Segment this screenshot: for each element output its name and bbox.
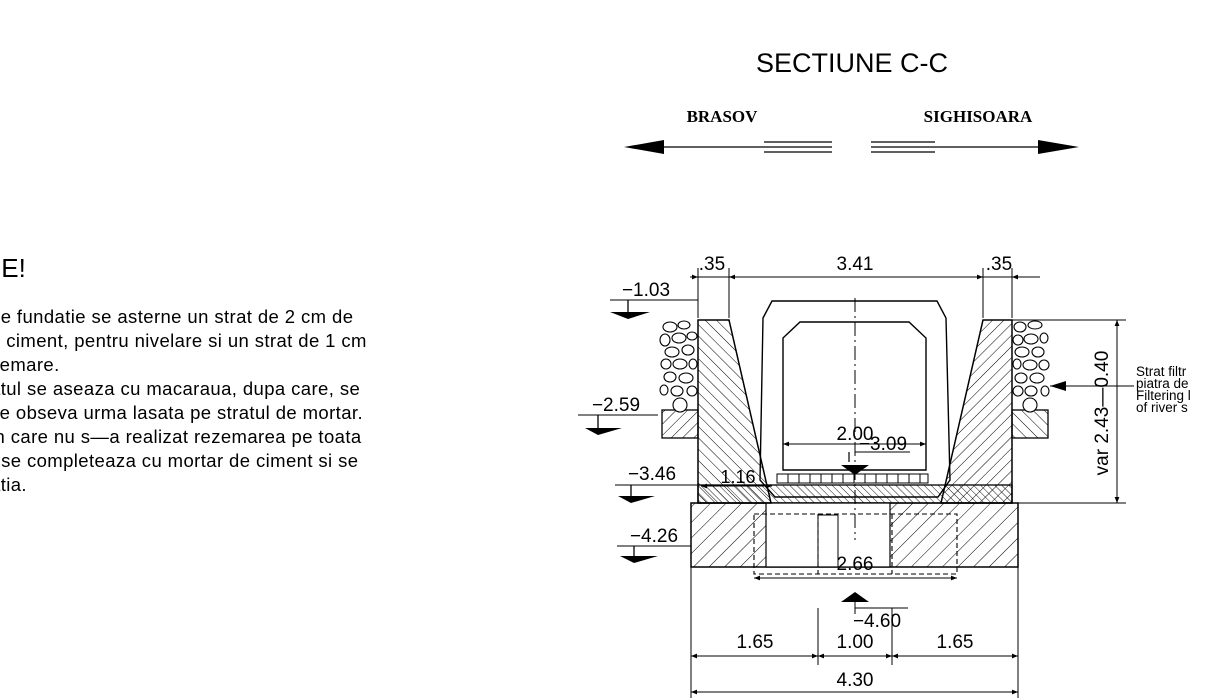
note-line: , se completeaza cu mortar de ciment si …	[0, 450, 359, 471]
callout-line: of river s	[1136, 400, 1188, 415]
slab-dashed-outline	[753, 513, 958, 575]
section-title: SECTIUNE C-C	[756, 48, 948, 78]
dim-top-left: .35	[699, 254, 725, 275]
level-fill: −2.59	[592, 395, 640, 416]
level-fill-marker	[578, 414, 658, 435]
callout-leader	[1050, 381, 1134, 391]
dim-inner-width: 2.00	[837, 424, 874, 445]
note-title: IE!	[0, 253, 26, 283]
level-bottom: −3.46	[628, 464, 676, 485]
dim-base-total: 4.30	[837, 670, 874, 691]
direction-arrow-right	[871, 140, 1079, 154]
dim-top-right: .35	[986, 254, 1012, 275]
callout-line: piatra de	[1136, 376, 1189, 391]
callout-line: Filtering l	[1136, 388, 1191, 403]
note-line: in care nu s—a realizat rezemarea pe toa…	[0, 426, 362, 447]
level-top: −1.03	[622, 280, 670, 301]
note-line: de fundatie se asterne un strat de 2 cm …	[0, 306, 354, 327]
dim-base-mid: 1.00	[837, 632, 874, 653]
level-bottom-marker	[615, 484, 698, 503]
top-dimensions	[690, 268, 1040, 318]
note-line: se obseva urma lasata pe stratul de mort…	[0, 402, 363, 423]
dim-right-height: var 2.43—0.40	[1092, 351, 1113, 476]
dim-top-mid: 3.41	[837, 254, 874, 275]
level-foundation: −4.26	[630, 526, 678, 547]
note-line: e ciment, pentru nivelare si un strat de…	[0, 330, 367, 351]
culvert-bottom-blocks	[776, 473, 929, 484]
direction-right-label: SIGHISOARA	[924, 107, 1033, 126]
level-slab-bottom-marker	[841, 592, 908, 614]
left-wall	[661, 319, 772, 504]
dim-base-left: 1.65	[737, 632, 774, 653]
dim-base-right: 1.65	[937, 632, 974, 653]
direction-arrow-left	[624, 140, 832, 154]
base-dimensions	[690, 567, 1019, 698]
right-height-dimension	[1012, 319, 1126, 504]
level-flow-marker	[841, 451, 910, 475]
level-foundation-marker	[617, 545, 691, 563]
level-flow: −3.09	[859, 434, 907, 455]
level-slab-bottom: −4.60	[853, 611, 901, 632]
filter-stones-left	[659, 320, 698, 413]
note-line: zemare.	[0, 354, 60, 375]
filter-stones-right	[1012, 320, 1050, 413]
dim-slab-width: 2.66	[837, 554, 874, 575]
note-line: atia.	[0, 474, 27, 495]
dim-wall: 1.16	[720, 467, 755, 487]
callout-line: Strat filtr	[1136, 364, 1187, 379]
direction-left-label: BRASOV	[687, 107, 759, 126]
note-line: atul se aseaza cu macaraua, dupa care, s…	[0, 378, 361, 399]
level-top-marker	[610, 299, 698, 319]
